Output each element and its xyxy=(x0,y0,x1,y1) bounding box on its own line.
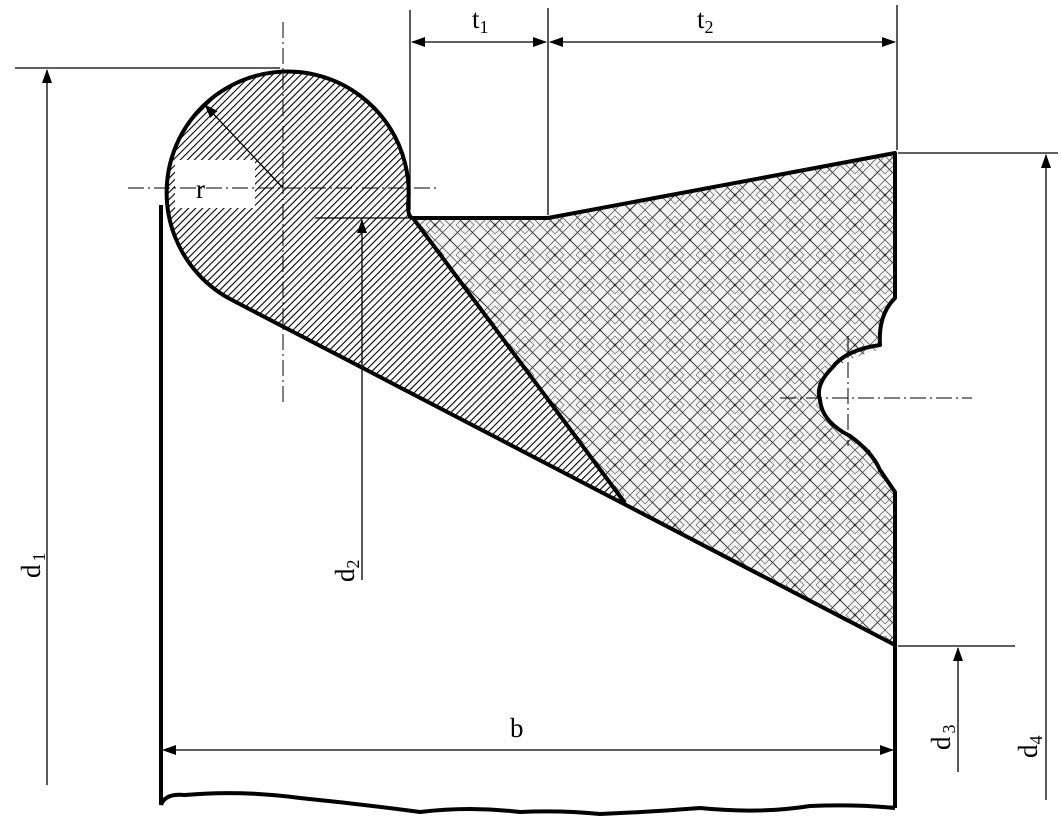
label-t1: t1 xyxy=(472,4,489,37)
label-t2: t2 xyxy=(697,4,714,37)
label-b: b xyxy=(510,713,524,743)
label-r: r xyxy=(196,174,205,204)
region-diagonal-hatch xyxy=(166,71,625,504)
region-cross-hatch xyxy=(413,153,895,645)
svg-text:d2: d2 xyxy=(330,560,363,583)
inner-boundary-line xyxy=(411,216,627,505)
break-line xyxy=(159,791,896,816)
svg-text:d4: d4 xyxy=(1013,736,1046,759)
label-d2: d2 xyxy=(330,560,363,583)
section-outline xyxy=(164,69,897,647)
label-d4: d4 xyxy=(1013,736,1046,759)
label-d3: d3 xyxy=(926,725,959,751)
radius-arrow xyxy=(204,104,284,189)
svg-text:d3: d3 xyxy=(926,725,959,751)
label-d1: d1 xyxy=(16,553,49,579)
svg-text:d1: d1 xyxy=(16,553,49,579)
r-label-box xyxy=(175,160,255,208)
